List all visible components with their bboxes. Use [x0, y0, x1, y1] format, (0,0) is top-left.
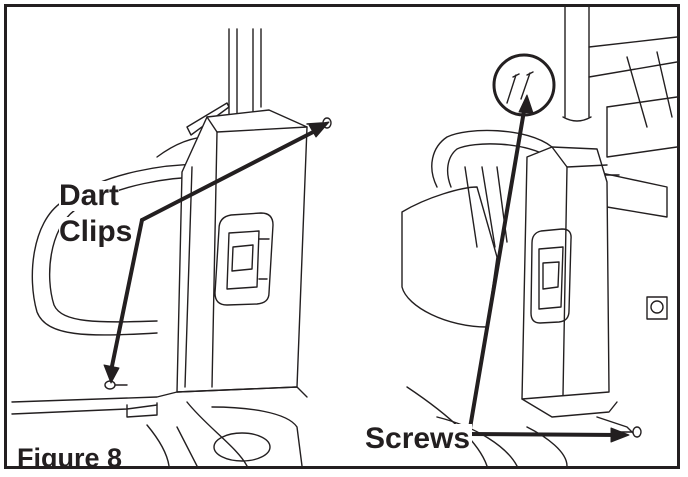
base-frame	[11, 386, 308, 403]
loose-screws	[506, 71, 534, 104]
figure-frame: Dart Clips Screws Figure 8	[4, 4, 680, 469]
assembly-illustration	[11, 7, 677, 466]
figure-caption: Figure 8	[15, 445, 127, 466]
dart-clips-label-line1: Dart	[59, 179, 120, 212]
seat-back-bar	[31, 163, 238, 336]
vertical-post	[228, 28, 262, 120]
grip-recess-right	[530, 228, 572, 324]
screws-arrows	[467, 103, 621, 437]
dart-clips-label-line2: Clips	[59, 215, 133, 248]
vertical-post-right	[564, 7, 590, 118]
dart-clips-arrows	[109, 127, 321, 373]
rack-structure	[588, 36, 677, 108]
seat-bucket	[401, 186, 498, 328]
dart-clip-bottom	[104, 380, 128, 390]
grip-recess	[214, 212, 274, 306]
screws-label: Screws	[363, 422, 473, 455]
left-view	[11, 28, 332, 466]
pillar-cover	[176, 109, 308, 393]
right-view	[401, 7, 677, 466]
handle-loop	[431, 129, 553, 188]
